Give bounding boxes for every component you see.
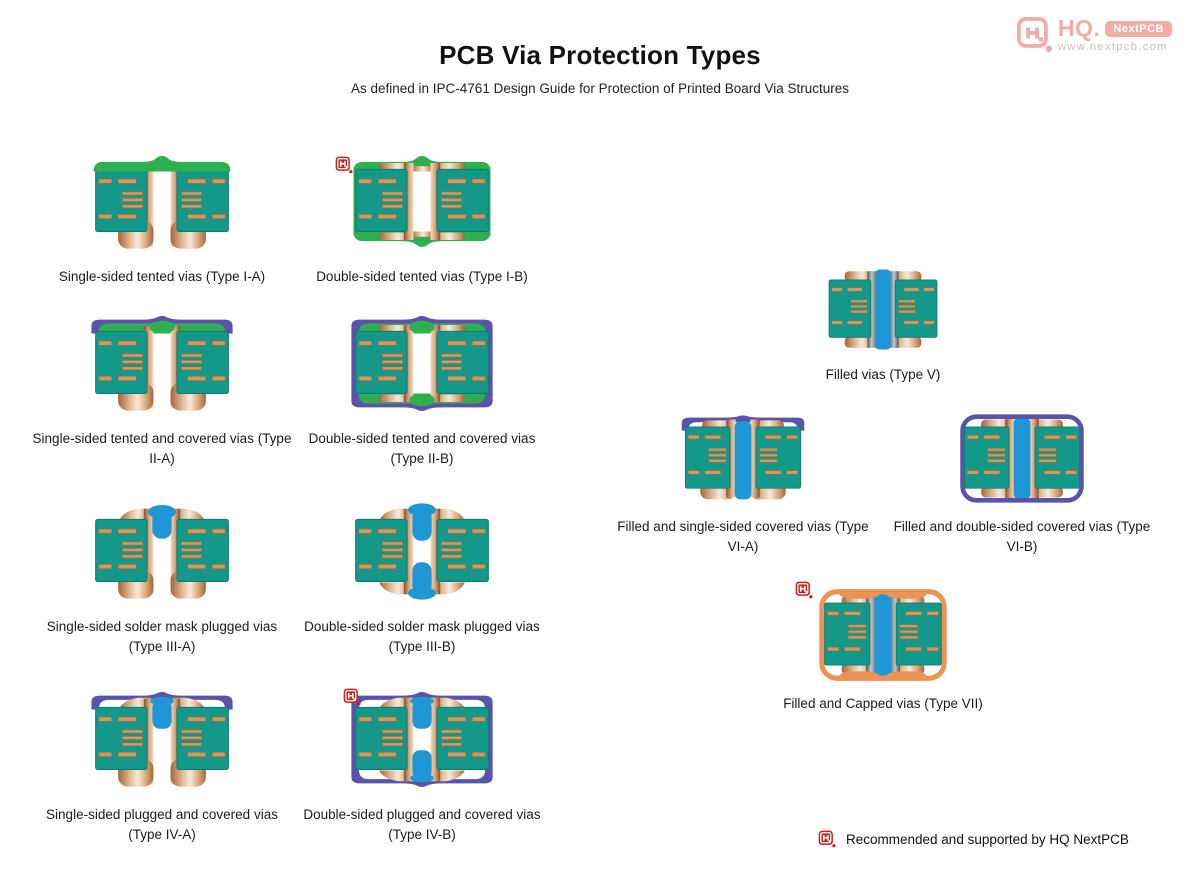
diagram-label: Single-sided solder mask plugged vias (T… (46, 619, 278, 654)
via-figure-type-vi-b (960, 414, 1084, 503)
footer-note: Recommended and supported by HQ NextPCB (818, 830, 1129, 848)
diagram-label: Double-sided plugged and covered vias (T… (303, 807, 541, 842)
diagram-cell-type-vi-b: Filled and double-sided covered vias (Ty… (882, 412, 1162, 556)
via-figure-type-vii (819, 589, 947, 681)
diagram-cell-type-vii: Filled and Capped vias (Type VII) (743, 588, 1023, 714)
hq-logo-icon (1017, 17, 1052, 52)
diagram-cell-type-iii-b: Double-sided solder mask plugged vias (T… (282, 498, 562, 656)
logo-hq-text: HQ. (1058, 15, 1101, 41)
via-figure-type-iv-a (91, 691, 233, 787)
via-figure-type-ii-b (351, 315, 493, 412)
diagram-label: Filled and double-sided covered vias (Ty… (893, 519, 1151, 554)
diagram-label: Double-sided tented vias (Type I-B) (316, 269, 528, 284)
diagram-cell-type-iv-b: Double-sided plugged and covered vias (T… (282, 686, 562, 844)
recommended-badge-icon (343, 688, 361, 706)
via-figure-type-v (828, 269, 938, 350)
via-figure-type-i-a (93, 156, 231, 249)
diagram-label: Single-sided tented and covered vias (Ty… (32, 431, 292, 466)
logo-text-block: HQ. NextPCB www.nextpcb.com (1058, 17, 1172, 53)
diagram-label: Double-sided tented and covered vias (Ty… (308, 431, 536, 466)
diagram-cell-type-i-b: Double-sided tented vias (Type I-B) (282, 148, 562, 287)
diagram-cell-type-iii-a: Single-sided solder mask plugged vias (T… (22, 498, 302, 656)
diagram-cell-type-ii-b: Double-sided tented and covered vias (Ty… (282, 310, 562, 468)
via-figure-type-i-b (353, 156, 491, 247)
diagram-label: Single-sided tented vias (Type I-A) (58, 269, 266, 284)
via-figure-type-iii-b (355, 503, 489, 600)
via-figure-type-vi-a (681, 415, 805, 500)
diagram-label: Double-sided solder mask plugged vias (T… (304, 619, 540, 654)
diagram-cell-type-vi-a: Filled and single-sided covered vias (Ty… (603, 412, 883, 556)
hq-badge-icon (818, 830, 836, 848)
diagram-cell-type-i-a: Single-sided tented vias (Type I-A) (22, 148, 302, 287)
logo-nextpcb-badge: NextPCB (1105, 20, 1172, 37)
via-figure-type-iii-a (95, 504, 229, 599)
diagram-cell-type-v: Filled vias (Type V) (743, 266, 1023, 385)
diagram-cell-type-ii-a: Single-sided tented and covered vias (Ty… (22, 310, 302, 468)
recommended-badge-icon (795, 581, 813, 599)
recommended-badge-icon (335, 156, 353, 174)
diagram-label: Single-sided plugged and covered vias (T… (46, 807, 278, 842)
diagram-cell-type-iv-a: Single-sided plugged and covered vias (T… (22, 686, 302, 844)
page-header: PCB Via Protection Types As defined in I… (0, 40, 1200, 96)
logo-url: www.nextpcb.com (1058, 41, 1168, 53)
diagram-label: Filled and single-sided covered vias (Ty… (617, 519, 869, 554)
via-figure-type-ii-a (91, 315, 233, 411)
brand-logo: HQ. NextPCB www.nextpcb.com (1017, 17, 1172, 53)
page-subtitle: As defined in IPC-4761 Design Guide for … (350, 81, 850, 96)
via-figure-type-iv-b (351, 691, 493, 788)
diagram-label: Filled vias (Type V) (825, 367, 941, 382)
page-title: PCB Via Protection Types (439, 40, 761, 70)
footer-text: Recommended and supported by HQ NextPCB (846, 831, 1129, 847)
diagram-label: Filled and Capped vias (Type VII) (783, 696, 983, 711)
